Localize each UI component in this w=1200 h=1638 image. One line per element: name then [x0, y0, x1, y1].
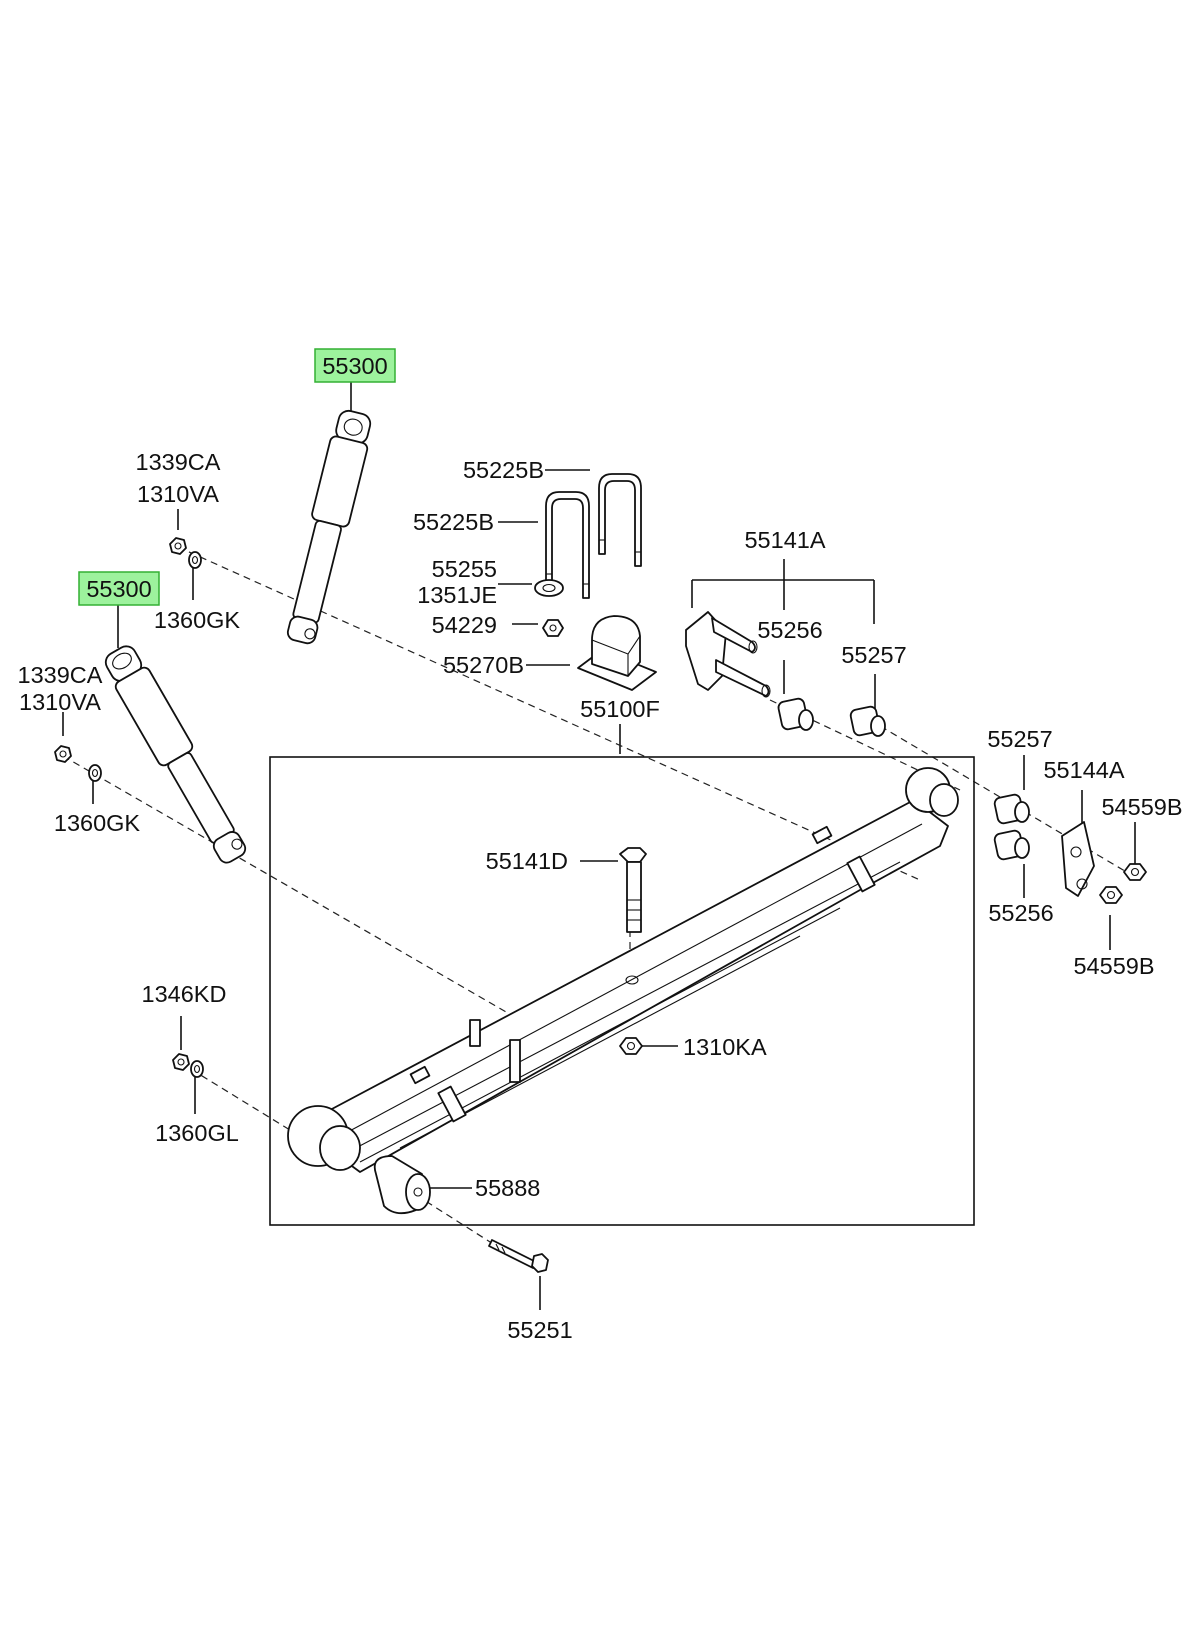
- label-55257-right[interactable]: 55257: [987, 726, 1052, 752]
- label-55300-lower[interactable]: 55300: [86, 576, 151, 602]
- part-labels: 55300 55300 1339CA 1310VA 1360GK 1339CA …: [18, 353, 1183, 1343]
- label-54229[interactable]: 54229: [432, 612, 497, 638]
- bushing-icon[interactable]: [993, 829, 1030, 861]
- highlight-box-upper: [314, 348, 396, 383]
- washer-icon[interactable]: [534, 579, 564, 597]
- washer-icon[interactable]: [190, 1060, 204, 1078]
- shackle-icon[interactable]: [685, 611, 771, 698]
- nut-icon[interactable]: [54, 745, 72, 763]
- nut-icon[interactable]: [542, 619, 564, 637]
- u-bolt-icon[interactable]: [598, 473, 642, 567]
- washer-icon[interactable]: [188, 551, 202, 569]
- bolt-icon[interactable]: [488, 1239, 549, 1273]
- highlight-box-lower: [78, 571, 160, 606]
- label-55141d[interactable]: 55141D: [486, 848, 568, 874]
- label-1351je[interactable]: 1351JE: [417, 582, 497, 608]
- nut-icon[interactable]: [1123, 863, 1147, 881]
- label-55100f[interactable]: 55100F: [580, 696, 660, 722]
- label-55255[interactable]: 55255: [432, 556, 497, 582]
- label-1339ca-lower[interactable]: 1339CA: [18, 662, 103, 688]
- nut-icon[interactable]: [1099, 886, 1123, 904]
- label-1310va-upper[interactable]: 1310VA: [137, 481, 219, 507]
- bushing-icon[interactable]: [849, 705, 886, 737]
- leaf-spring-icon[interactable]: [287, 767, 959, 1173]
- shackle-plate-icon[interactable]: [1061, 821, 1095, 897]
- shock-absorber-icon[interactable]: [100, 641, 253, 868]
- label-55257-top[interactable]: 55257: [841, 642, 906, 668]
- label-55144a[interactable]: 55144A: [1043, 757, 1124, 783]
- label-1360gk-lower[interactable]: 1360GK: [54, 810, 141, 836]
- spring-assembly-frame: [269, 756, 975, 1226]
- label-54559b-bottom[interactable]: 54559B: [1073, 953, 1154, 979]
- label-54559b-top[interactable]: 54559B: [1101, 794, 1182, 820]
- label-55141a[interactable]: 55141A: [744, 527, 825, 553]
- bolt-icon[interactable]: [619, 847, 647, 985]
- label-55251[interactable]: 55251: [507, 1317, 572, 1343]
- label-1360gl[interactable]: 1360GL: [155, 1120, 239, 1146]
- label-55270b[interactable]: 55270B: [443, 652, 524, 678]
- label-55888[interactable]: 55888: [475, 1175, 540, 1201]
- bushing-icon[interactable]: [373, 1155, 431, 1215]
- label-55256-right[interactable]: 55256: [988, 900, 1053, 926]
- label-55256-top[interactable]: 55256: [757, 617, 822, 643]
- bushing-icon[interactable]: [777, 697, 814, 731]
- label-55300-upper[interactable]: 55300: [322, 353, 387, 379]
- label-1360gk-upper[interactable]: 1360GK: [154, 607, 241, 633]
- label-1346kd[interactable]: 1346KD: [142, 981, 227, 1007]
- bushing-icon[interactable]: [993, 793, 1030, 825]
- nut-icon[interactable]: [619, 1037, 643, 1055]
- nut-icon[interactable]: [172, 1053, 190, 1071]
- label-55225b-b[interactable]: 55225B: [413, 509, 494, 535]
- label-1339ca-upper[interactable]: 1339CA: [136, 449, 221, 475]
- shock-absorber-icon[interactable]: [281, 408, 375, 646]
- label-1310ka[interactable]: 1310KA: [683, 1034, 767, 1060]
- washer-icon[interactable]: [88, 764, 102, 782]
- label-1310va-lower[interactable]: 1310VA: [19, 689, 101, 715]
- bump-stopper-icon[interactable]: [577, 615, 657, 691]
- label-55225b-a[interactable]: 55225B: [463, 457, 544, 483]
- nut-icon[interactable]: [169, 537, 187, 555]
